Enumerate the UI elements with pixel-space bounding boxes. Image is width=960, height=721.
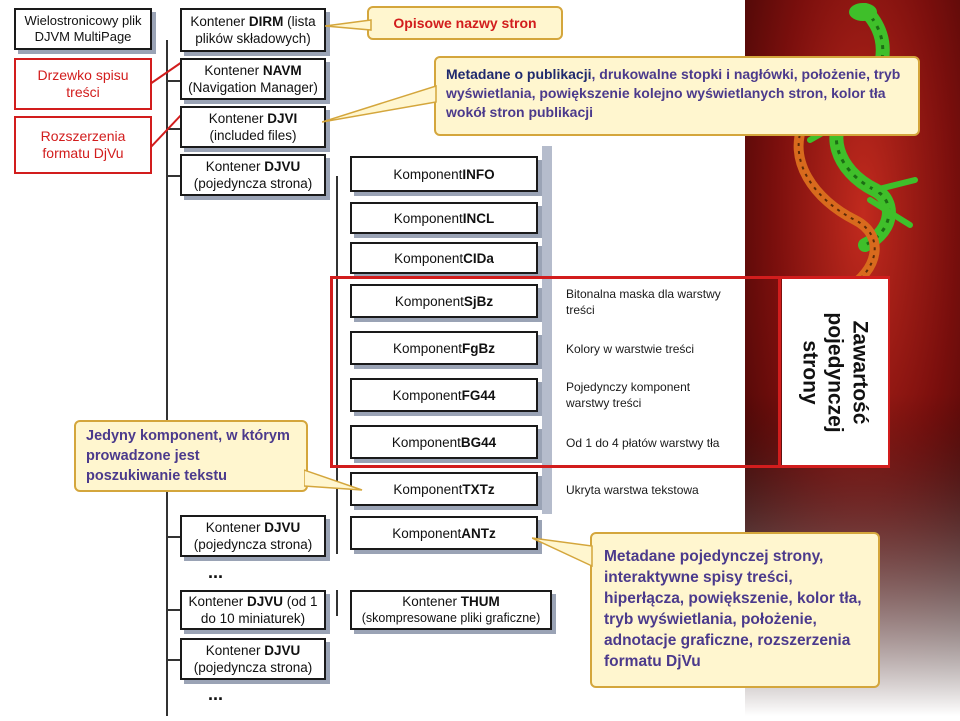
djvu-line2: (pojedyncza strona) xyxy=(193,176,313,191)
jedyny-label: Jedyny komponent, w którym prowadzone je… xyxy=(86,428,290,484)
multipage-line1: Wielostronicowy plik xyxy=(24,13,142,28)
djvu-name: DJVU xyxy=(264,159,301,174)
djvu-container-2: Kontener DJVU (pojedyncza strona) xyxy=(180,515,326,557)
component-incl-name: INCL xyxy=(462,210,495,226)
drzewko-label: Drzewko spisu treści xyxy=(37,67,129,100)
thum-line2: (skompresowane pliki graficzne) xyxy=(361,611,541,625)
connector-branch xyxy=(166,609,180,611)
desc-bg44: Od 1 do 4 płatów warstwy tła xyxy=(566,436,720,450)
dirm-name: DIRM xyxy=(248,14,284,29)
ellipsis-1: ... xyxy=(208,562,224,582)
desc-txtz: Ukryta warstwa tekstowa xyxy=(566,483,699,497)
component-fgbz: Komponent FgBz xyxy=(350,331,538,365)
djvi-container: Kontener DJVI (included files) xyxy=(180,106,326,148)
zawartosc-label-holder: Zawartość pojedynczej strony xyxy=(782,279,888,465)
navm-line2: (Navigation Manager) xyxy=(188,80,318,95)
jedyny-callout: Jedyny komponent, w którym prowadzone je… xyxy=(74,420,308,492)
red-link-lines xyxy=(150,61,183,149)
connector-branch xyxy=(166,659,180,661)
component-txtz-name: TXTz xyxy=(462,481,495,497)
desc-sjbz: Bitonalna maska dla warstwy treści xyxy=(566,287,721,317)
metadata-pointer xyxy=(322,84,437,123)
djvu-thumb-line2: do 10 miniaturek) xyxy=(200,611,306,626)
page-metadata-pointer xyxy=(532,537,593,568)
djvu-2-name: DJVU xyxy=(264,520,301,535)
component-txtz: Komponent TXTz xyxy=(350,472,538,506)
connector-branch xyxy=(166,536,180,538)
metadata-rest: , drukowalne stopki i nagłówki, położeni… xyxy=(446,66,901,120)
connector-line-thumbs xyxy=(336,590,338,616)
djvu-thumb-container: Kontener DJVU (od 1 do 10 miniaturek) xyxy=(180,590,326,630)
component-sjbz-name: SjBz xyxy=(463,293,494,309)
opisowe-label: Opisowe nazwy stron xyxy=(393,15,537,31)
multipage-line2: DJVM MultiPage xyxy=(34,29,132,44)
component-fgbz-name: FgBz xyxy=(462,340,496,356)
page-content-frame xyxy=(330,276,890,468)
jedyny-pointer xyxy=(304,469,363,491)
component-info-name: INFO xyxy=(462,166,495,182)
opisowe-pointer xyxy=(325,19,372,31)
desc-fgbz: Kolory w warstwie treści xyxy=(566,342,695,356)
component-incl: Komponent INCL xyxy=(350,202,538,234)
djvu-2-line2: (pojedyncza strona) xyxy=(193,537,313,552)
component-fg44: Komponent FG44 xyxy=(350,378,538,412)
navm-container: Kontener NAVM (Navigation Manager) xyxy=(180,58,326,100)
dirm-line2: plików składowych) xyxy=(195,31,311,46)
component-sjbz: Komponent SjBz xyxy=(350,284,538,318)
navm-name: NAVM xyxy=(262,63,302,78)
metadata-callout: Metadane o publikacji, drukowalne stopki… xyxy=(434,56,920,136)
djvu-3-line2: (pojedyncza strona) xyxy=(193,660,313,675)
djvi-line2: (included files) xyxy=(209,128,297,143)
multipage-file-box: Wielostronicowy plik DJVM MultiPage xyxy=(14,8,152,50)
component-fg44-name: FG44 xyxy=(461,387,496,403)
component-info: Komponent INFO xyxy=(350,156,538,192)
djvi-name: DJVI xyxy=(267,111,298,126)
connector-branch xyxy=(166,175,180,177)
djvu-container-3: Kontener DJVU (pojedyncza strona) xyxy=(180,638,326,680)
component-bg44: Komponent BG44 xyxy=(350,425,538,459)
desc-fg44: Pojedynczy komponent warstwy treści xyxy=(566,380,691,410)
connector-line-left xyxy=(166,40,168,716)
thum-container: Kontener THUM (skompresowane pliki grafi… xyxy=(350,590,552,630)
djvu-container: Kontener DJVU (pojedyncza strona) xyxy=(180,154,326,196)
connector-line-components xyxy=(336,176,338,554)
component-cida-name: CIDa xyxy=(463,250,494,266)
component-cida: Komponent CIDa xyxy=(350,242,538,274)
ellipsis-2: ... xyxy=(208,684,224,704)
page-content-divider xyxy=(778,276,781,468)
connector-branch xyxy=(166,80,180,82)
page-metadata-label: Metadane pojedynczej strony, interaktywn… xyxy=(604,548,862,670)
djvu-thumb-name: DJVU xyxy=(247,594,284,609)
components-shade xyxy=(542,146,552,514)
thum-name: THUM xyxy=(460,594,500,609)
rozszerzenia-box: Rozszerzenia formatu DjVu xyxy=(14,116,152,174)
connector-branch xyxy=(166,128,180,130)
metadata-prefix: Metadane o publikacji xyxy=(446,66,592,82)
opisowe-nazwy-callout: Opisowe nazwy stron xyxy=(367,6,563,40)
djvu-3-name: DJVU xyxy=(264,643,301,658)
component-antz: Komponent ANTz xyxy=(350,516,538,550)
rozszerzenia-label: Rozszerzenia formatu DjVu xyxy=(40,128,126,161)
component-antz-name: ANTz xyxy=(461,525,496,541)
dirm-container: Kontener DIRM (lista plików składowych) xyxy=(180,8,326,52)
drzewko-box: Drzewko spisu treści xyxy=(14,58,152,110)
zawartosc-label: Zawartość pojedynczej strony xyxy=(798,311,872,433)
page-metadata-callout: Metadane pojedynczej strony, interaktywn… xyxy=(590,532,880,688)
component-bg44-name: BG44 xyxy=(460,434,497,450)
